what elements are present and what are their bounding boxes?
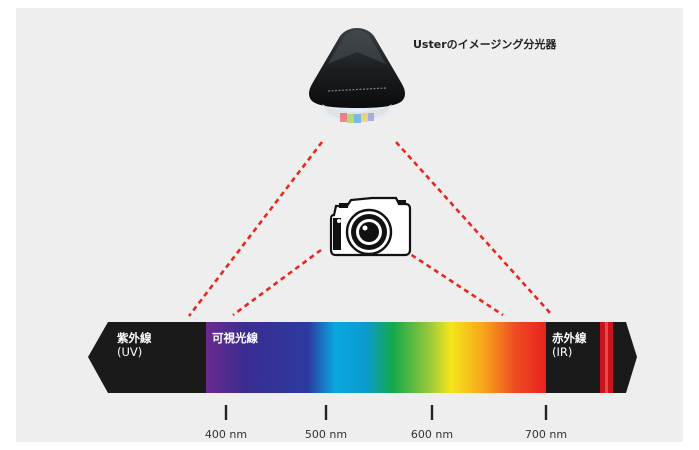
spectrum-bar [88,322,637,393]
visible-label: 可視光線 [212,331,258,345]
ray-device-right [395,141,552,315]
uv-arrow [88,322,108,393]
ir-stripe-highlight [605,322,608,393]
device-label: Usterのイメージング分光器 [413,38,557,51]
tick-label-600: 600 nm [410,428,454,441]
wavelength-axis [224,405,548,420]
tick-label-700: 700 nm [524,428,568,441]
light-rays [187,141,552,317]
ir-sublabel: (IR) [552,345,573,359]
visible-region [206,322,546,393]
ray-device-left [187,141,324,317]
spectrometer-icon [309,28,405,125]
uv-label: 紫外線 [117,331,152,345]
ir-arrow [626,322,637,393]
ir-label: 赤外線 [552,331,587,345]
tick-label-500: 500 nm [304,428,348,441]
uv-sublabel: (UV) [117,345,143,359]
camera-icon [329,196,412,257]
tick-label-400: 400 nm [204,428,248,441]
ray-camera-left [232,248,322,317]
uv-region [108,322,206,393]
ray-camera-right [403,248,504,317]
